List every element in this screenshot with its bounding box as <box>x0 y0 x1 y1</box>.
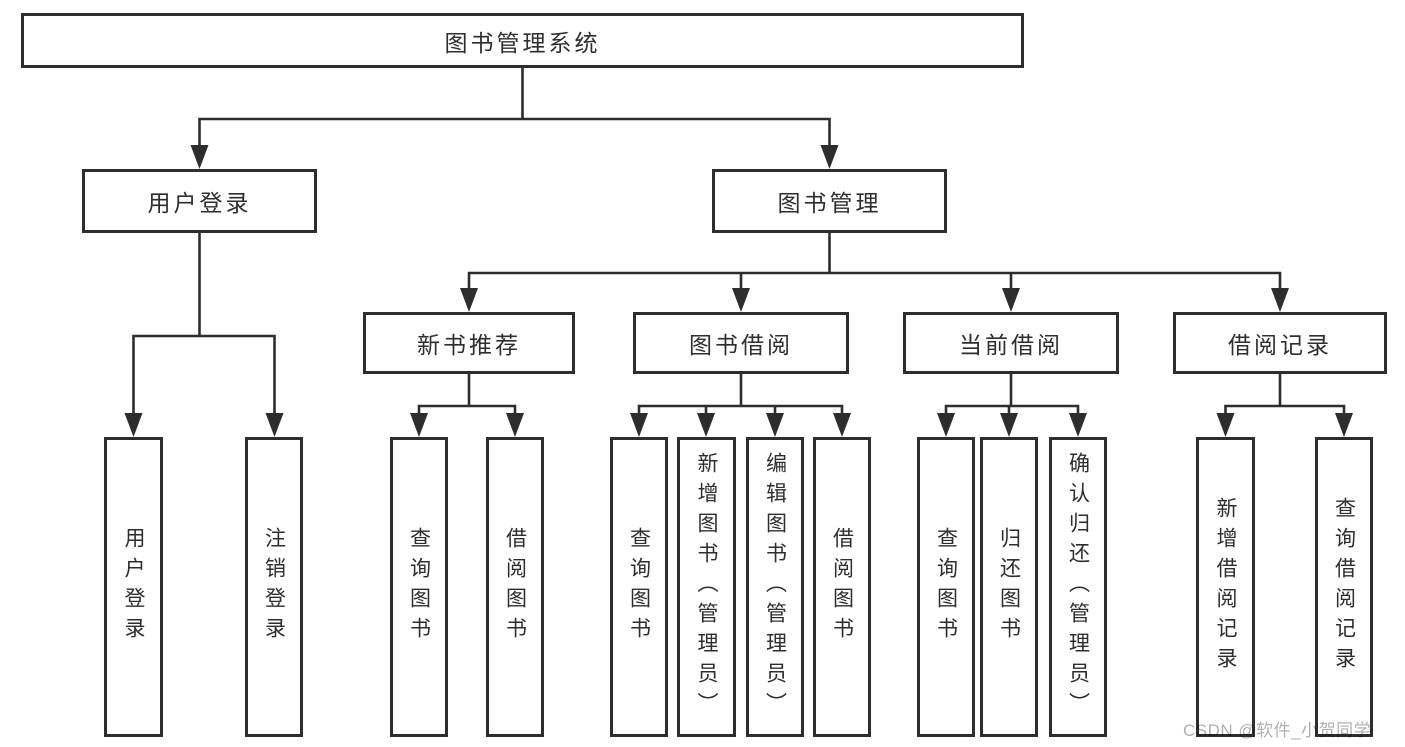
node-user-login: 用户登录 <box>82 169 317 233</box>
leaf-query-books-borrowing: 查询图书 <box>610 437 668 737</box>
leaf-borrow-books-recommend: 借阅图书 <box>486 437 544 737</box>
leaf-edit-books-admin: 编辑图书（管理员） <box>746 437 804 737</box>
csdn-watermark: CSDN @软件_小贺同学 <box>1183 721 1372 740</box>
leaf-query-borrow-record: 查询借阅记录 <box>1315 437 1373 737</box>
node-book-borrowing: 图书借阅 <box>633 312 849 374</box>
leaf-add-borrow-record: 新增借阅记录 <box>1196 437 1255 737</box>
leaf-return-books: 归还图书 <box>980 437 1038 737</box>
node-root: 图书管理系统 <box>21 13 1024 68</box>
leaf-logout-login: 注销登录 <box>245 437 303 737</box>
node-book-management: 图书管理 <box>712 169 947 233</box>
node-borrow-records: 借阅记录 <box>1173 312 1387 374</box>
leaf-borrow-books-borrowing: 借阅图书 <box>813 437 871 737</box>
leaf-query-books-current: 查询图书 <box>917 437 975 737</box>
leaf-user-login: 用户登录 <box>104 437 163 737</box>
leaf-add-books-admin: 新增图书（管理员） <box>677 437 736 737</box>
node-current-borrowing: 当前借阅 <box>903 312 1119 374</box>
leaf-confirm-return-admin: 确认归还（管理员） <box>1049 437 1107 737</box>
node-new-book-recommend: 新书推荐 <box>363 312 575 374</box>
leaf-query-books-recommend: 查询图书 <box>390 437 448 737</box>
